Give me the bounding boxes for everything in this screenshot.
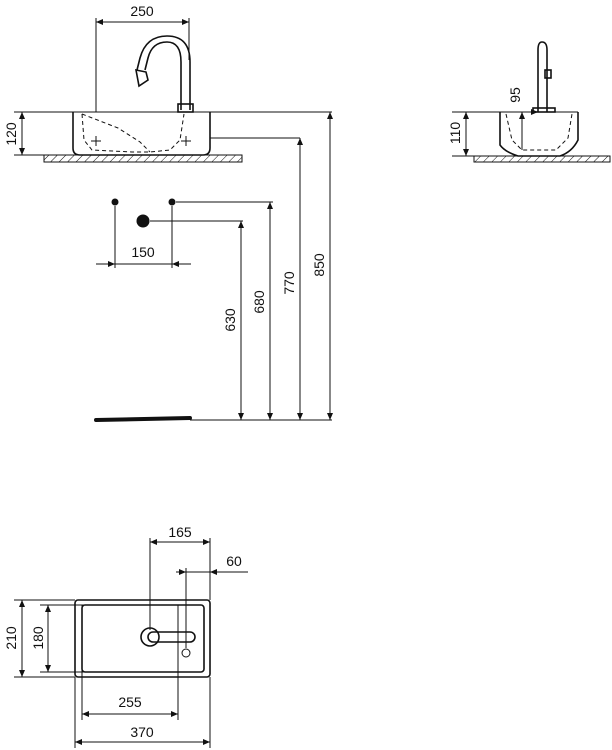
arrow-110-bottom <box>463 149 469 156</box>
arrow-120-top <box>19 112 25 119</box>
dim-label-110: 110 <box>447 122 463 145</box>
basin-hidden-bowl <box>81 113 185 153</box>
basin-hidden-slope <box>81 113 151 153</box>
arrow-370-left <box>75 739 82 745</box>
arrow-180-top <box>45 605 51 612</box>
side-basin-outline <box>499 112 579 157</box>
arrow-150-left <box>108 261 115 267</box>
side-faucet-body <box>537 41 548 112</box>
arrow-630-bottom <box>238 413 244 420</box>
side-shelf-hatch <box>473 155 611 163</box>
arrow-165-left <box>150 539 157 545</box>
dim-label-150: 150 <box>131 244 155 260</box>
plan-faucet-base <box>140 627 160 647</box>
arrow-370-right <box>203 739 210 745</box>
arrow-210-bottom <box>19 670 25 677</box>
faucet-spout-inner <box>136 35 191 110</box>
dim-label-250: 250 <box>130 3 154 19</box>
side-basin-hidden <box>505 113 573 151</box>
plan-drain-point <box>181 648 191 658</box>
arrow-850-top <box>327 112 333 119</box>
floor-line <box>94 416 192 422</box>
dim-label-210: 210 <box>3 626 19 650</box>
dim-label-680: 680 <box>251 290 267 314</box>
faucet-outlet <box>134 68 149 88</box>
supply-point-right <box>168 198 176 206</box>
arrow-850-bottom <box>327 413 333 420</box>
arrow-95-horizontal <box>531 109 538 115</box>
arrow-770-top <box>297 138 303 145</box>
dim-label-370: 370 <box>130 724 154 740</box>
dim-label-165: 165 <box>168 524 192 540</box>
dim-label-630: 630 <box>222 308 238 332</box>
supply-point-left <box>111 198 119 206</box>
plan-outer-rim <box>74 599 211 678</box>
dim-label-255: 255 <box>118 694 142 710</box>
arrow-110-top <box>463 112 469 119</box>
arrow-770-bottom <box>297 413 303 420</box>
dim-label-180: 180 <box>30 626 46 650</box>
basin-outline <box>72 112 211 156</box>
side-view: 95 110 <box>447 41 611 163</box>
dim-label-850: 850 <box>311 253 327 277</box>
dim-label-770: 770 <box>281 271 297 295</box>
arrow-60-left <box>179 569 186 575</box>
arrow-630-top <box>238 221 244 228</box>
arrow-250-right <box>182 19 189 25</box>
front-view: 250 120 150 <box>3 3 333 422</box>
dim-label-95: 95 <box>507 87 523 103</box>
arrow-210-top <box>19 600 25 607</box>
arrow-150-right <box>172 261 179 267</box>
arrow-680-bottom <box>267 413 273 420</box>
arrow-250-left <box>96 19 103 25</box>
arrow-165-right <box>203 539 210 545</box>
faucet-spout-outer <box>144 41 182 110</box>
arrow-180-bottom <box>45 665 51 672</box>
side-faucet-lever <box>544 69 552 79</box>
arrow-255-left <box>82 711 89 717</box>
plan-view: 165 60 210 180 255 370 <box>3 524 248 748</box>
plan-inner-basin <box>81 604 179 673</box>
arrow-120-bottom <box>19 148 25 155</box>
waste-point <box>136 214 150 228</box>
plan-faucet-spout <box>147 631 196 643</box>
mount-screw-right <box>181 136 191 146</box>
mount-screw-left <box>91 136 101 146</box>
arrow-680-top <box>267 202 273 209</box>
dim-label-120: 120 <box>3 122 19 146</box>
arrow-255-right <box>171 711 178 717</box>
arrow-60-right <box>210 569 217 575</box>
front-shelf-hatch <box>43 154 243 163</box>
arrow-95 <box>519 112 525 119</box>
dim-label-60: 60 <box>226 553 242 569</box>
